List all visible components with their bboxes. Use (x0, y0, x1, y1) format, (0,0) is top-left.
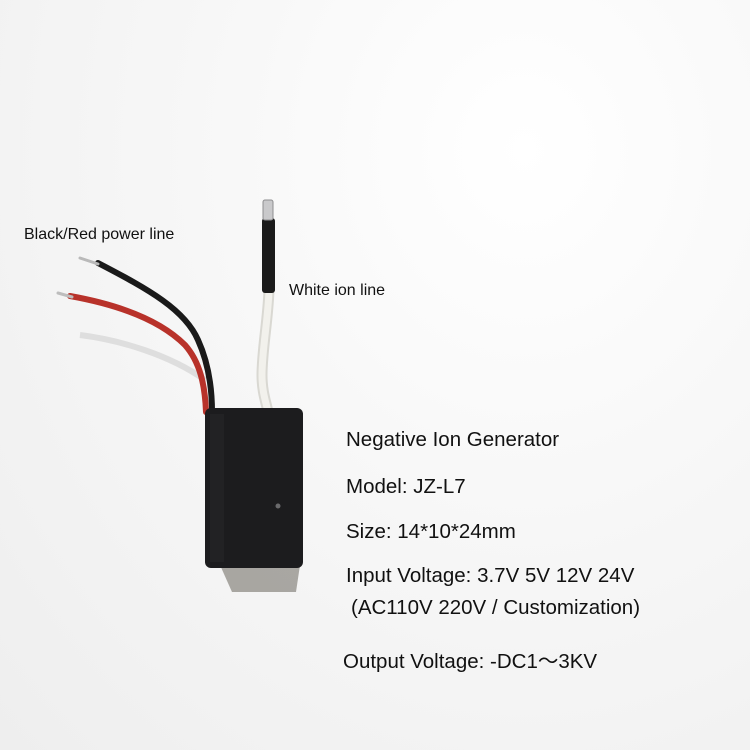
black-wire-tip (78, 256, 100, 266)
spec-title: Negative Ion Generator (346, 428, 560, 451)
red-wire-tip (56, 291, 74, 299)
spec-model: Model: JZ-L7 (346, 475, 466, 498)
module-body (205, 408, 303, 568)
spec-input-voltage-note: (AC110V 220V / Customization) (351, 596, 641, 619)
white-ion-wire (256, 199, 275, 418)
power-line-callout: Black/Red power line (24, 226, 175, 243)
spec-input-voltage: Input Voltage: 3.7V 5V 12V 24V (346, 564, 635, 587)
ion-wire-tip (262, 199, 274, 221)
spec-size: Size: 14*10*24mm (346, 520, 516, 543)
spec-output-voltage: Output Voltage: -DC1～3KV (343, 650, 598, 673)
wire-shadow (79, 332, 207, 383)
black-power-wire (78, 256, 215, 415)
red-power-wire (56, 291, 209, 415)
heat-shrink-sleeve (262, 218, 275, 293)
module-shadow (220, 565, 300, 592)
ion-line-callout: White ion line (289, 282, 386, 299)
